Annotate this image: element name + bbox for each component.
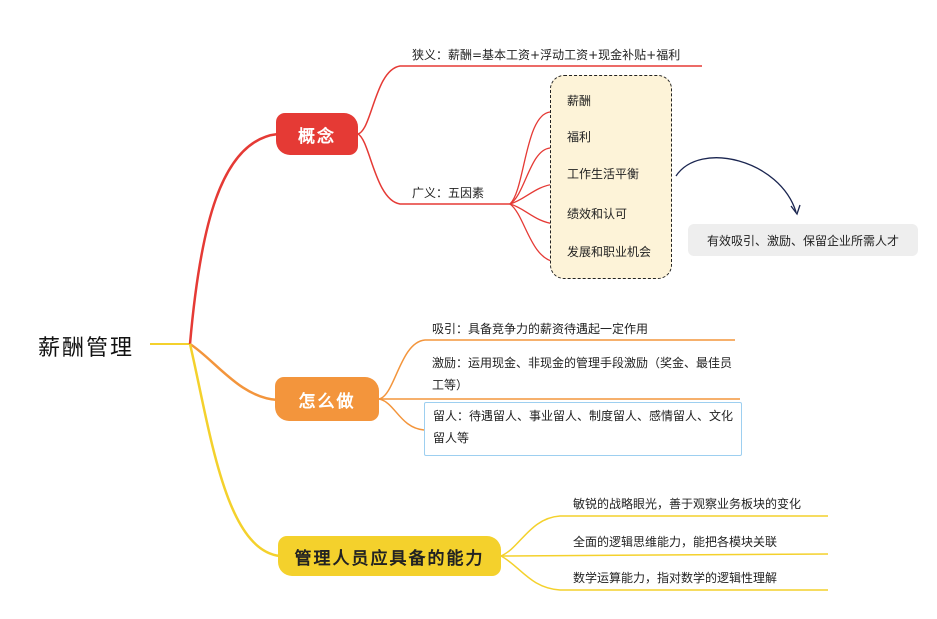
connector-how (189, 342, 279, 402)
ability-item[interactable]: 敏锐的战略眼光，善于观察业务板块的变化 (573, 497, 802, 511)
branch-ability[interactable]: 管理人员应具备的能力 (278, 536, 501, 576)
topic-retain-frame (424, 402, 742, 456)
arrow-head (790, 204, 801, 216)
root-topic[interactable]: 薪酬管理 (38, 336, 135, 361)
connector-ability-3 (500, 555, 828, 591)
five-factors-boundary (550, 75, 672, 279)
connector-ability-2 (500, 553, 829, 557)
callout-note[interactable]: 有效吸引、激励、保留企业所需人才 (688, 224, 918, 256)
connector-broad (357, 133, 510, 205)
topic-motivate[interactable]: 激励：运用现金、非现金的管理手段激励（奖金、最佳员工等） (432, 356, 733, 392)
connector-retain (378, 398, 425, 431)
factor-item[interactable]: 薪酬 (567, 94, 592, 108)
topic-narrow-definition[interactable]: 狭义：薪酬=基本工资+浮动工资+现金补贴+福利 (412, 48, 681, 62)
factor-item[interactable]: 发展和职业机会 (567, 245, 652, 259)
connector-attract (378, 339, 735, 400)
topic-attract[interactable]: 吸引：具备竞争力的薪资待遇起一定作用 (432, 322, 649, 336)
branch-concept[interactable]: 概念 (276, 113, 358, 155)
connector-narrow (357, 65, 702, 135)
connector-note-arrow (675, 157, 797, 213)
factor-item[interactable]: 绩效和认可 (567, 207, 628, 221)
connector-factor-1 (509, 111, 608, 205)
connector-ability (188, 343, 281, 558)
topic-retain[interactable]: 留人：待遇留人、事业留人、制度留人、感情留人、文化留人等 (433, 409, 734, 445)
ability-item[interactable]: 全面的逻辑思维能力，能把各模块关联 (573, 535, 778, 549)
branch-how[interactable]: 怎么做 (275, 377, 379, 421)
ability-item[interactable]: 数学运算能力，指对数学的逻辑性理解 (573, 571, 778, 585)
factor-item[interactable]: 工作生活平衡 (567, 167, 640, 181)
connector-ability-1 (500, 515, 828, 557)
connector-factor-2 (509, 147, 598, 205)
connector-concept (188, 132, 279, 345)
factor-item[interactable]: 福利 (567, 130, 592, 144)
topic-broad-definition[interactable]: 广义：五因素 (412, 186, 485, 200)
